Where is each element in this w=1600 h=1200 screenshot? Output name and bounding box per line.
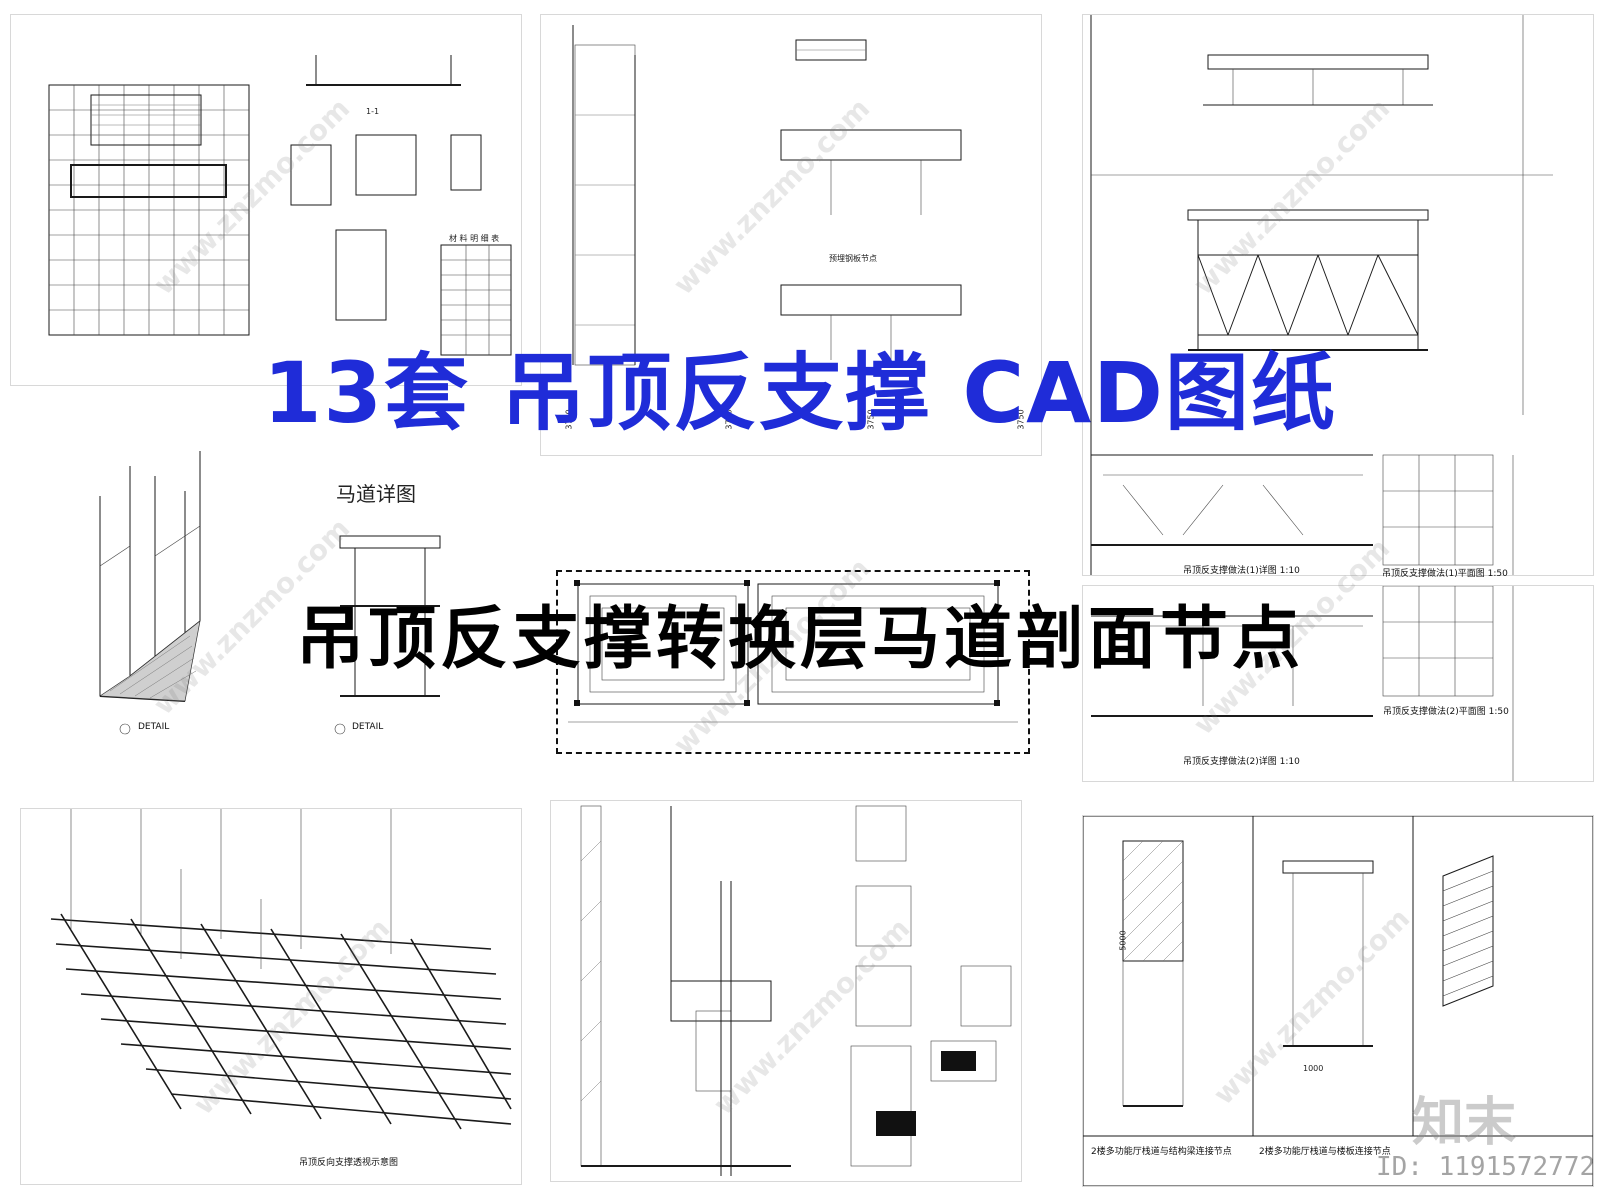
node-label: 预埋钢板节点 <box>829 254 877 263</box>
dim-1540: 5000 <box>1118 930 1128 951</box>
cad-panel-method2: 吊顶反支撑做法(2)详图 1:10 吊顶反支撑做法(2)平面图 1:50 <box>1082 585 1594 782</box>
truss-drawing <box>1090 15 1553 575</box>
detail-label-2: DETAIL <box>352 722 384 732</box>
cad-panel-madao-detail: DETAIL DETAIL <box>90 446 540 756</box>
section-label: 1-1 <box>366 107 380 116</box>
dim-1000: 1000 <box>1303 1064 1324 1073</box>
cad-panel-plan-grid: 1-1 材 料 明 细 表 <box>10 14 522 386</box>
plan-grid-drawing <box>48 55 512 356</box>
cad-panel-wall-node <box>550 800 1022 1182</box>
cad-panel-truss: 吊顶反支撑做法(1)详图 1:10 <box>1082 14 1594 576</box>
method2-caption: 吊顶反支撑做法(2)详图 1:10 <box>1183 757 1300 767</box>
cad-panel-connection: 5000 1000 2楼多功能厅栈道与结构梁连接节点 2楼多功能厅栈道与楼板连接… <box>1082 815 1594 1187</box>
headline-title: 13套 吊顶反支撑 CAD图纸 <box>263 344 1337 442</box>
brand-logo: 知末 <box>1412 1093 1517 1153</box>
material-table-title: 材 料 明 细 表 <box>449 234 500 243</box>
connect-caption-2: 2楼多功能厅栈道与楼板连接节点 <box>1259 1147 1391 1157</box>
ceiling-plan-drawing <box>568 580 1018 723</box>
image-id-label: ID: 1191572772 <box>1376 1152 1596 1182</box>
connection-drawing <box>1083 816 1593 1186</box>
cad-panel-wall-section: 预埋钢板节点 3750 3750 3750 3750 <box>540 14 1042 456</box>
wall-section-drawing <box>572 25 962 366</box>
wall-node-drawing <box>580 805 1012 1176</box>
method1-plan-caption: 吊顶反支撑做法(1)平面图 1:50 <box>1382 569 1508 579</box>
perspective-drawing <box>50 809 512 1130</box>
method2-drawing <box>1091 586 1514 781</box>
madao-drawing <box>98 451 441 735</box>
method1-caption: 吊顶反支撑做法(1)详图 1:10 <box>1183 566 1300 576</box>
madao-detail-title: 马道详图 <box>336 482 416 506</box>
connect-caption-1: 2楼多功能厅栈道与结构梁连接节点 <box>1091 1147 1232 1157</box>
cad-panel-perspective: 吊顶反向支撑透视示意图 <box>20 808 522 1185</box>
perspective-caption: 吊顶反向支撑透视示意图 <box>299 1158 399 1168</box>
detail-label: DETAIL <box>138 722 170 732</box>
method2-plan-caption: 吊顶反支撑做法(2)平面图 1:50 <box>1383 707 1509 717</box>
subheadline-title: 吊顶反支撑转换层马道剖面节点 <box>295 600 1304 679</box>
cad-panel-ceiling-plan <box>556 570 1030 754</box>
